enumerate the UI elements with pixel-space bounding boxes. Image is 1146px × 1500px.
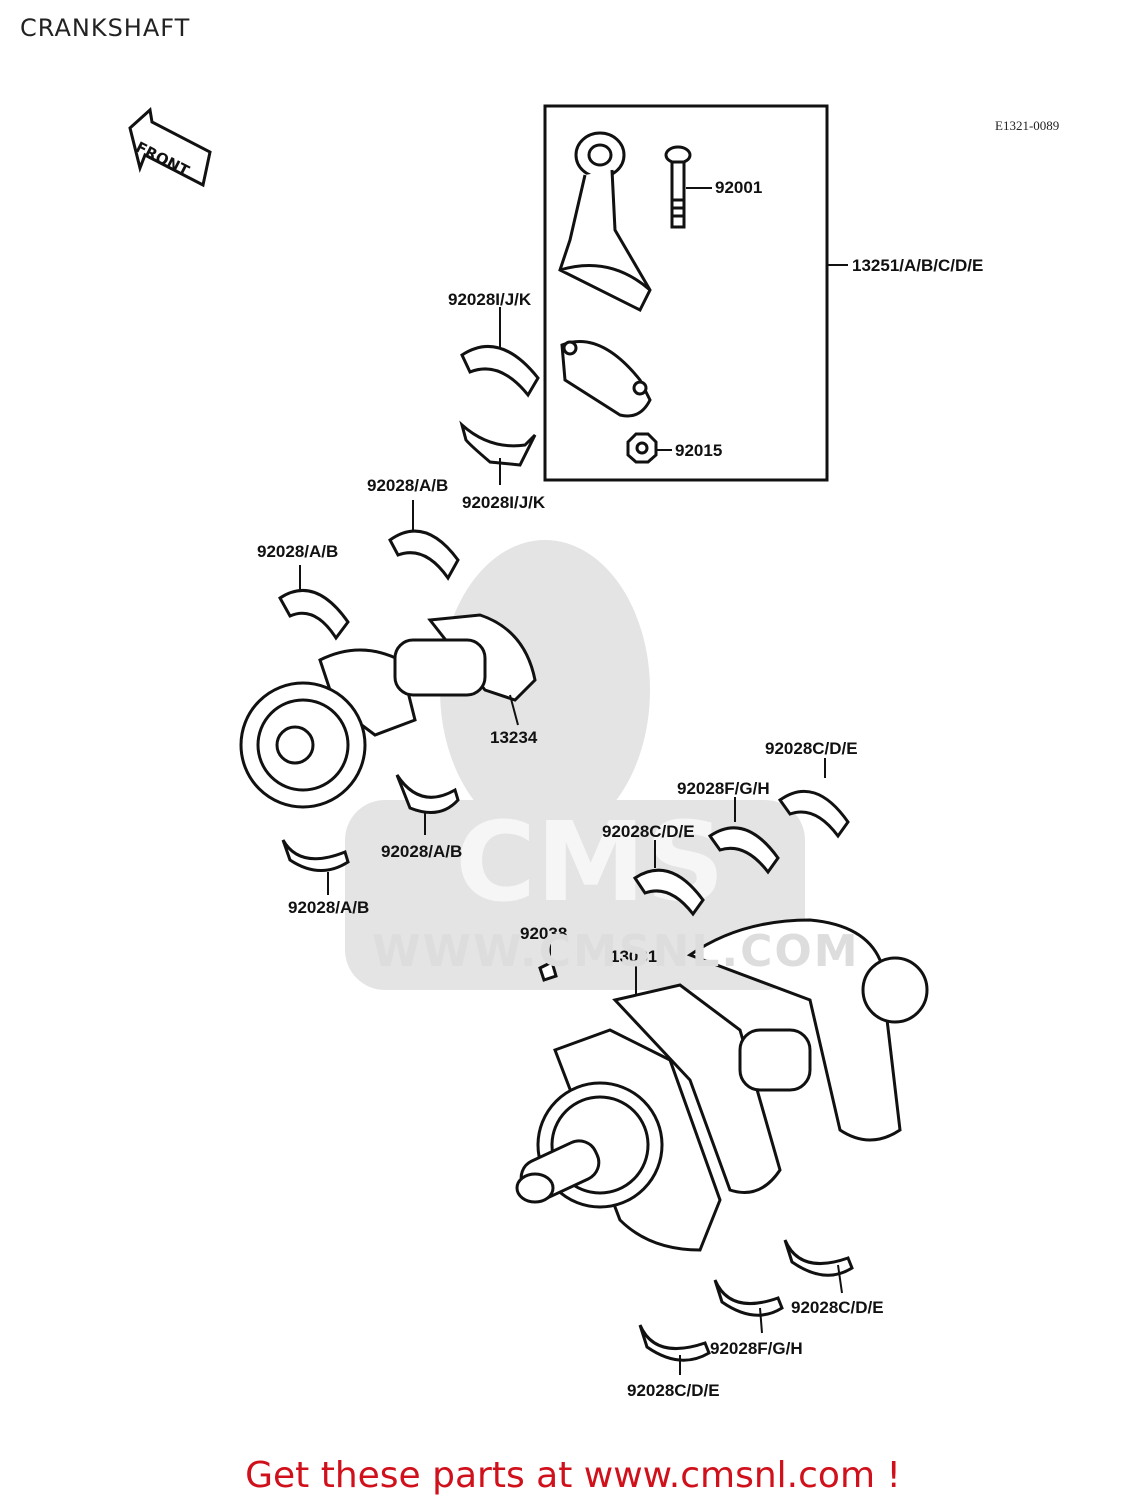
part-label-13031[interactable]: 13031	[610, 947, 658, 966]
part-label-92028fgh-1[interactable]: 92028F/G/H	[677, 779, 770, 798]
part-label-92028cde-1[interactable]: 92028C/D/E	[765, 739, 858, 758]
front-arrow-icon	[128, 107, 212, 188]
part-label-92028ab-1[interactable]: 92028/A/B	[367, 476, 449, 495]
page-title: CRANKSHAFT	[20, 14, 191, 42]
part-label-92028fgh-2[interactable]: 92028F/G/H	[710, 1339, 803, 1358]
nut-92015-drawing	[626, 432, 658, 464]
part-label-92028cde-3[interactable]: 92028C/D/E	[791, 1298, 884, 1317]
part-label-92028ab-2[interactable]: 92028/A/B	[257, 542, 339, 561]
part-label-92028ab-3[interactable]: 92028/A/B	[381, 842, 463, 861]
leader-lines	[299, 187, 848, 1375]
part-label-92038[interactable]: 92038	[520, 924, 568, 943]
part-label-92001[interactable]: 92001	[715, 178, 763, 197]
part-label-92028ijk-bottom[interactable]: 92028I/J/K	[462, 493, 546, 512]
connecting-rod-drawing	[558, 131, 652, 418]
part-label-92028cde-4[interactable]: 92028C/D/E	[627, 1381, 720, 1400]
crankshaft-drawing	[515, 918, 929, 1252]
part-label-92028cde-2[interactable]: 92028C/D/E	[602, 822, 695, 841]
cms-watermark-logo: CMS	[345, 540, 805, 990]
svg-text:CMS: CMS	[455, 798, 724, 926]
bolt-92001-drawing	[664, 145, 692, 229]
part-label-92028ab-4[interactable]: 92028/A/B	[288, 898, 370, 917]
part-label-92028ijk-top[interactable]: 92028I/J/K	[448, 290, 532, 309]
part-label-92015[interactable]: 92015	[675, 441, 723, 460]
diagram-code: E1321-0089	[995, 118, 1060, 133]
part-label-13234[interactable]: 13234	[490, 728, 538, 747]
footer-link-text[interactable]: Get these parts at www.cmsnl.com !	[245, 1455, 901, 1496]
balancer-shaft-drawing	[239, 613, 537, 809]
bearing-shells-drawing	[278, 345, 854, 1362]
connecting-rod-group-box	[543, 104, 829, 482]
part-label-13251[interactable]: 13251/A/B/C/D/E	[852, 256, 984, 275]
watermark-url: WWW.CMSNL.COM	[372, 926, 860, 977]
